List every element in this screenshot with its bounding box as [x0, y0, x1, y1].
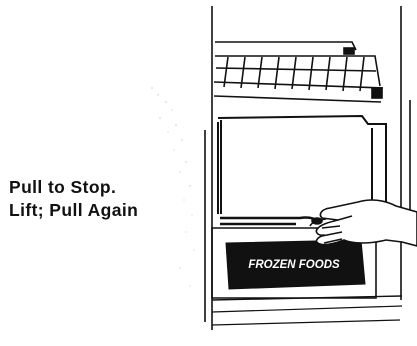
speckle-texture [151, 87, 194, 286]
drawer-handle[interactable] [220, 218, 320, 225]
drawer-basket [218, 116, 386, 214]
frozen-foods-label: FROZEN FOODS [226, 240, 365, 289]
hand-icon [310, 200, 417, 246]
wire-shelf [214, 42, 383, 102]
frozen-foods-label-text: FROZEN FOODS [248, 259, 340, 271]
